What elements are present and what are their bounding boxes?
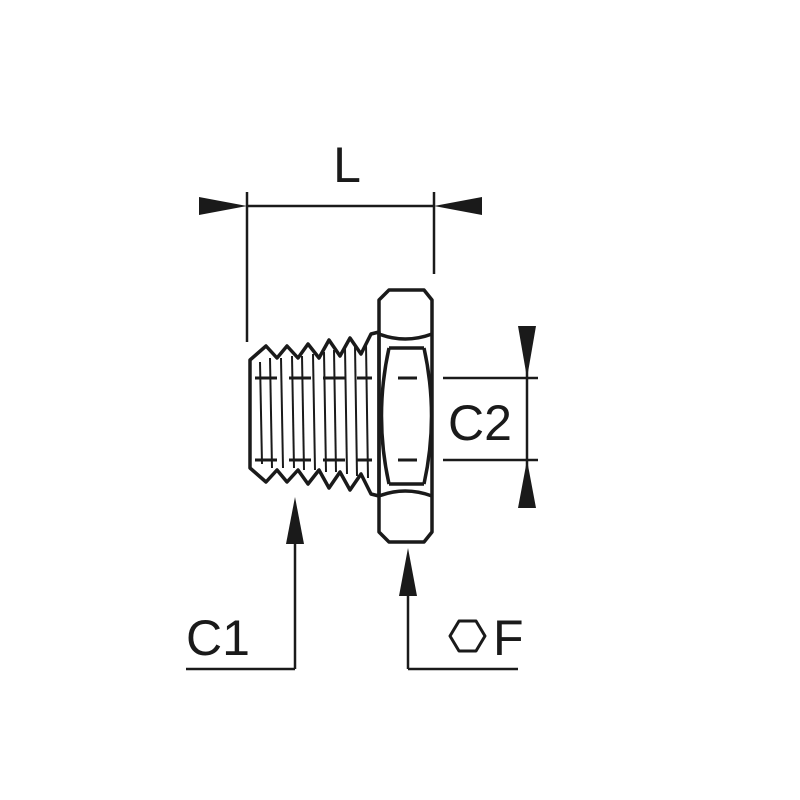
hex-head <box>377 288 434 544</box>
c1-arrowhead <box>286 497 304 544</box>
leader-c1: C1 <box>186 497 304 671</box>
threaded-section <box>248 330 381 498</box>
hidden-bore-lines <box>255 376 417 462</box>
hex-lower-face-arc <box>378 489 433 498</box>
hex-middle-face-left <box>379 347 391 485</box>
c2-arrowhead-bottom <box>518 460 536 508</box>
dimension-l: L <box>199 137 482 342</box>
dimension-c2: C2 <box>443 326 538 508</box>
label-f: F <box>493 610 524 666</box>
label-l: L <box>333 137 361 193</box>
f-arrowhead <box>399 548 417 596</box>
leader-f: F <box>399 548 524 671</box>
thread-crest-lines <box>259 343 369 479</box>
hex-upper-face-arc <box>378 332 433 341</box>
hex-middle-face-right <box>422 347 434 485</box>
hexagon-icon <box>448 619 487 653</box>
label-c1: C1 <box>186 610 250 666</box>
label-c2: C2 <box>448 395 512 451</box>
hex-outline <box>377 288 434 544</box>
arrowhead-right <box>434 197 482 215</box>
arrowhead-left <box>199 197 247 215</box>
c2-arrowhead-top <box>518 326 536 378</box>
